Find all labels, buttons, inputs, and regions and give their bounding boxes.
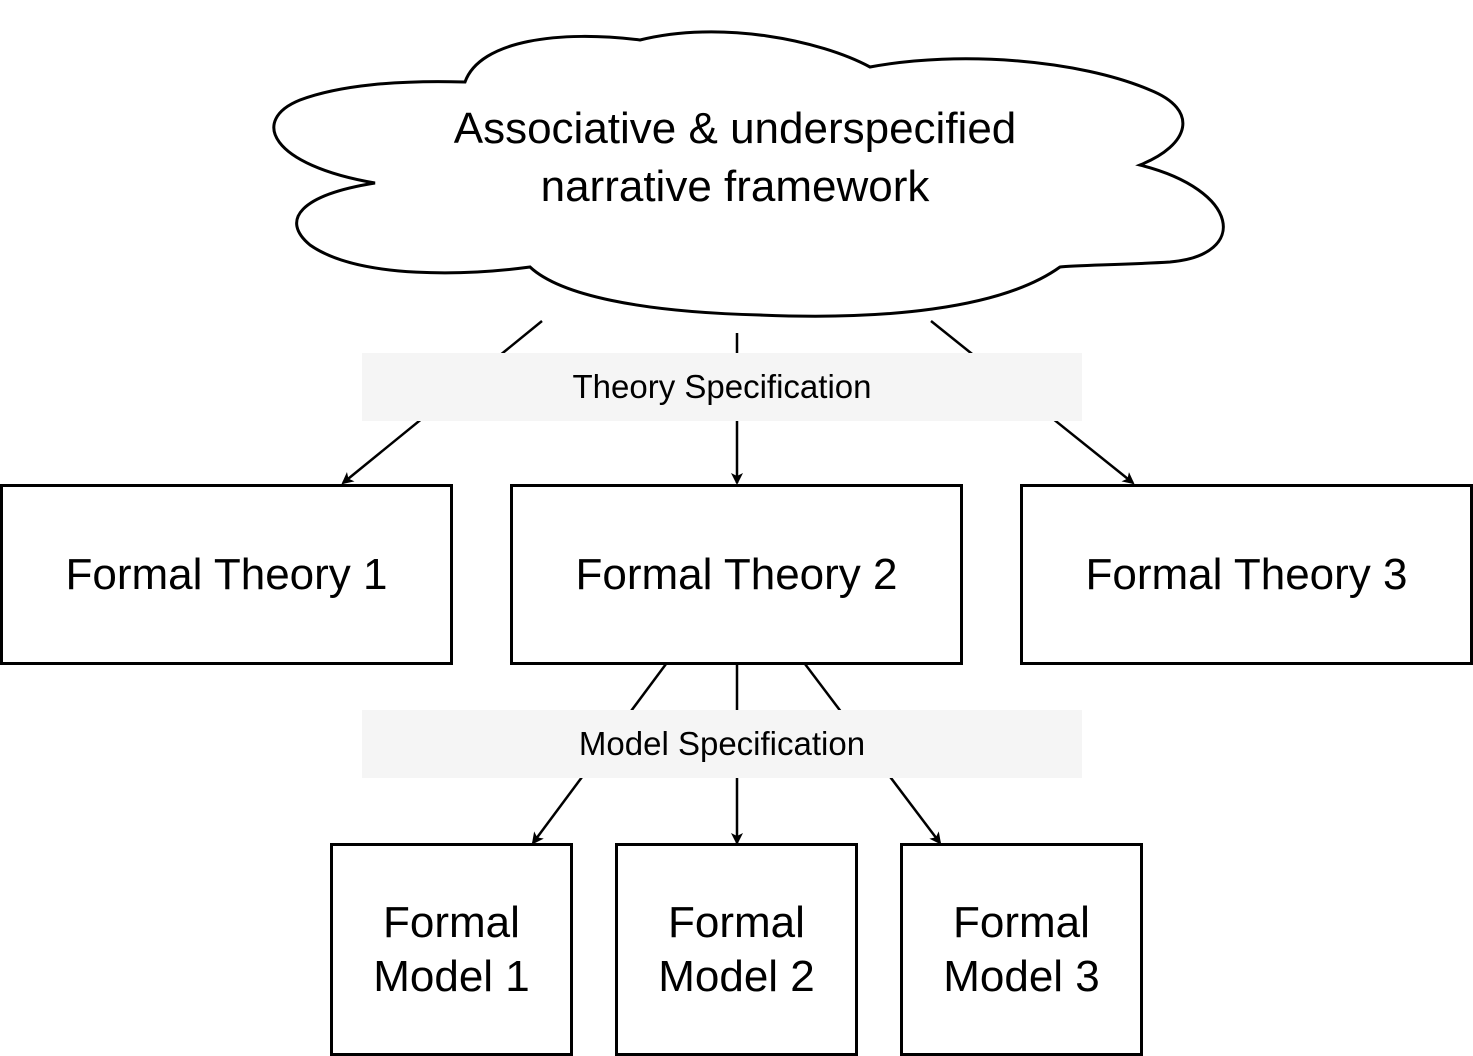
formal-model-3-box[interactable]: Formal Model 3 [900,843,1143,1056]
formal-model-3-line2: Model 3 [943,951,1100,1001]
model-specification-label: Model Specification [362,710,1082,778]
formal-model-3-line1: Formal [953,897,1090,947]
formal-theory-2-box[interactable]: Formal Theory 2 [510,484,963,665]
formal-theory-3-box[interactable]: Formal Theory 3 [1020,484,1473,665]
formal-theory-1-label: Formal Theory 1 [65,549,388,599]
cloud-shape [272,30,1225,318]
formal-model-2-line1: Formal [668,897,805,947]
formal-model-1-line2: Model 1 [373,951,530,1001]
cloud-label-line1: Associative & underspecified [453,104,1017,153]
formal-model-1-box[interactable]: Formal Model 1 [330,843,573,1056]
formal-theory-1-box[interactable]: Formal Theory 1 [0,484,453,665]
theory-specification-label: Theory Specification [362,353,1082,421]
formal-theory-2-label: Formal Theory 2 [575,549,898,599]
formal-theory-3-label: Formal Theory 3 [1085,549,1408,599]
cloud-label-line2: narrative framework [540,162,930,211]
formal-model-2-box[interactable]: Formal Model 2 [615,843,858,1056]
formal-model-2-line2: Model 2 [658,951,815,1001]
cloud-label: Associative & underspecified narrative f… [330,100,1140,216]
formal-model-1-line1: Formal [383,897,520,947]
